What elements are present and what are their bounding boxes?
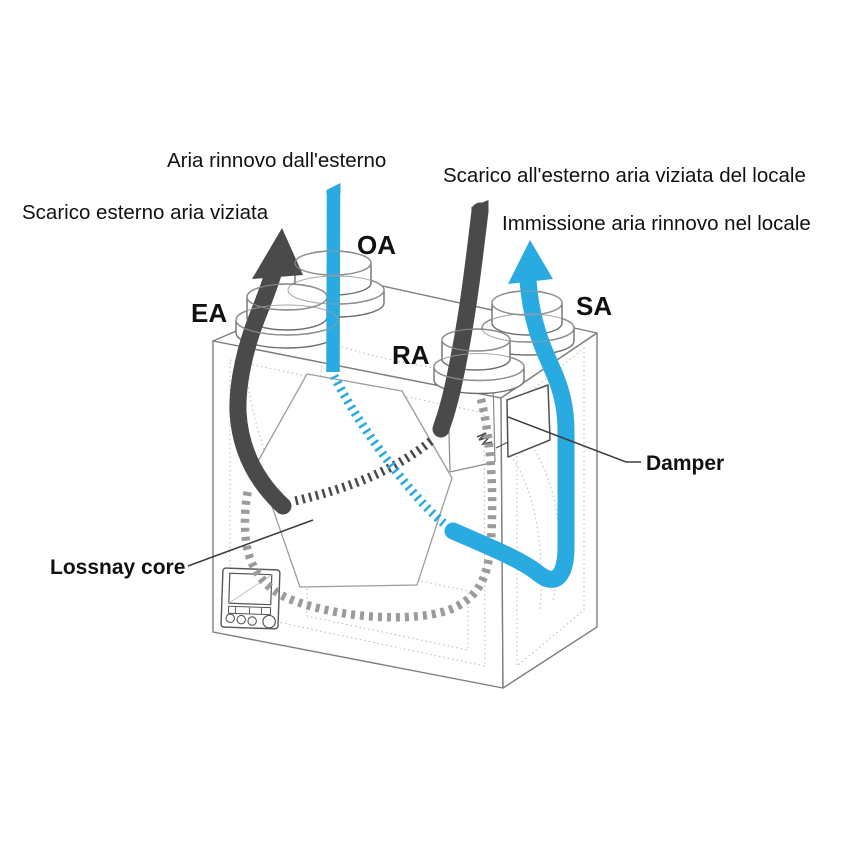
sa-arrowhead — [508, 240, 553, 284]
oa-flow-label: Aria rinnovo dall'esterno — [167, 149, 386, 172]
leader-lines — [187, 416, 641, 567]
oa-port-label: OA — [357, 230, 396, 260]
ra-return-band — [432, 200, 489, 438]
collar-rim-overlays — [235, 250, 575, 382]
damper-label: Damper — [646, 452, 724, 475]
core-leader-line — [187, 519, 314, 567]
control-panel-button — [247, 616, 257, 626]
oa-fresh-band — [326, 183, 341, 373]
ea-flow-label: Scarico esterno aria viziata — [22, 201, 269, 224]
control-panel-button — [236, 614, 246, 625]
ra-port-label: RA — [392, 340, 430, 370]
core-label: Lossnay core — [50, 556, 185, 579]
control-panel-button — [225, 613, 235, 624]
sa-port-label: SA — [576, 291, 612, 321]
bypass-dashed-path — [240, 397, 497, 622]
damper-plate — [506, 384, 551, 458]
control-panel-knob — [262, 614, 276, 629]
ea-exhaust-arrow — [229, 228, 303, 515]
ea-arrowhead — [252, 228, 303, 279]
ra-flow-label: Scarico all'esterno aria viziata del loc… — [443, 164, 806, 187]
damper-leader-line — [507, 416, 641, 463]
sa-supply-arrow — [444, 240, 575, 588]
ea-port-label: EA — [191, 298, 227, 328]
control-panel — [220, 567, 281, 630]
sa-flow-label: Immissione aria rinnovo nel locale — [502, 212, 811, 235]
ra-exhaust-dashed-through-core — [293, 437, 434, 506]
